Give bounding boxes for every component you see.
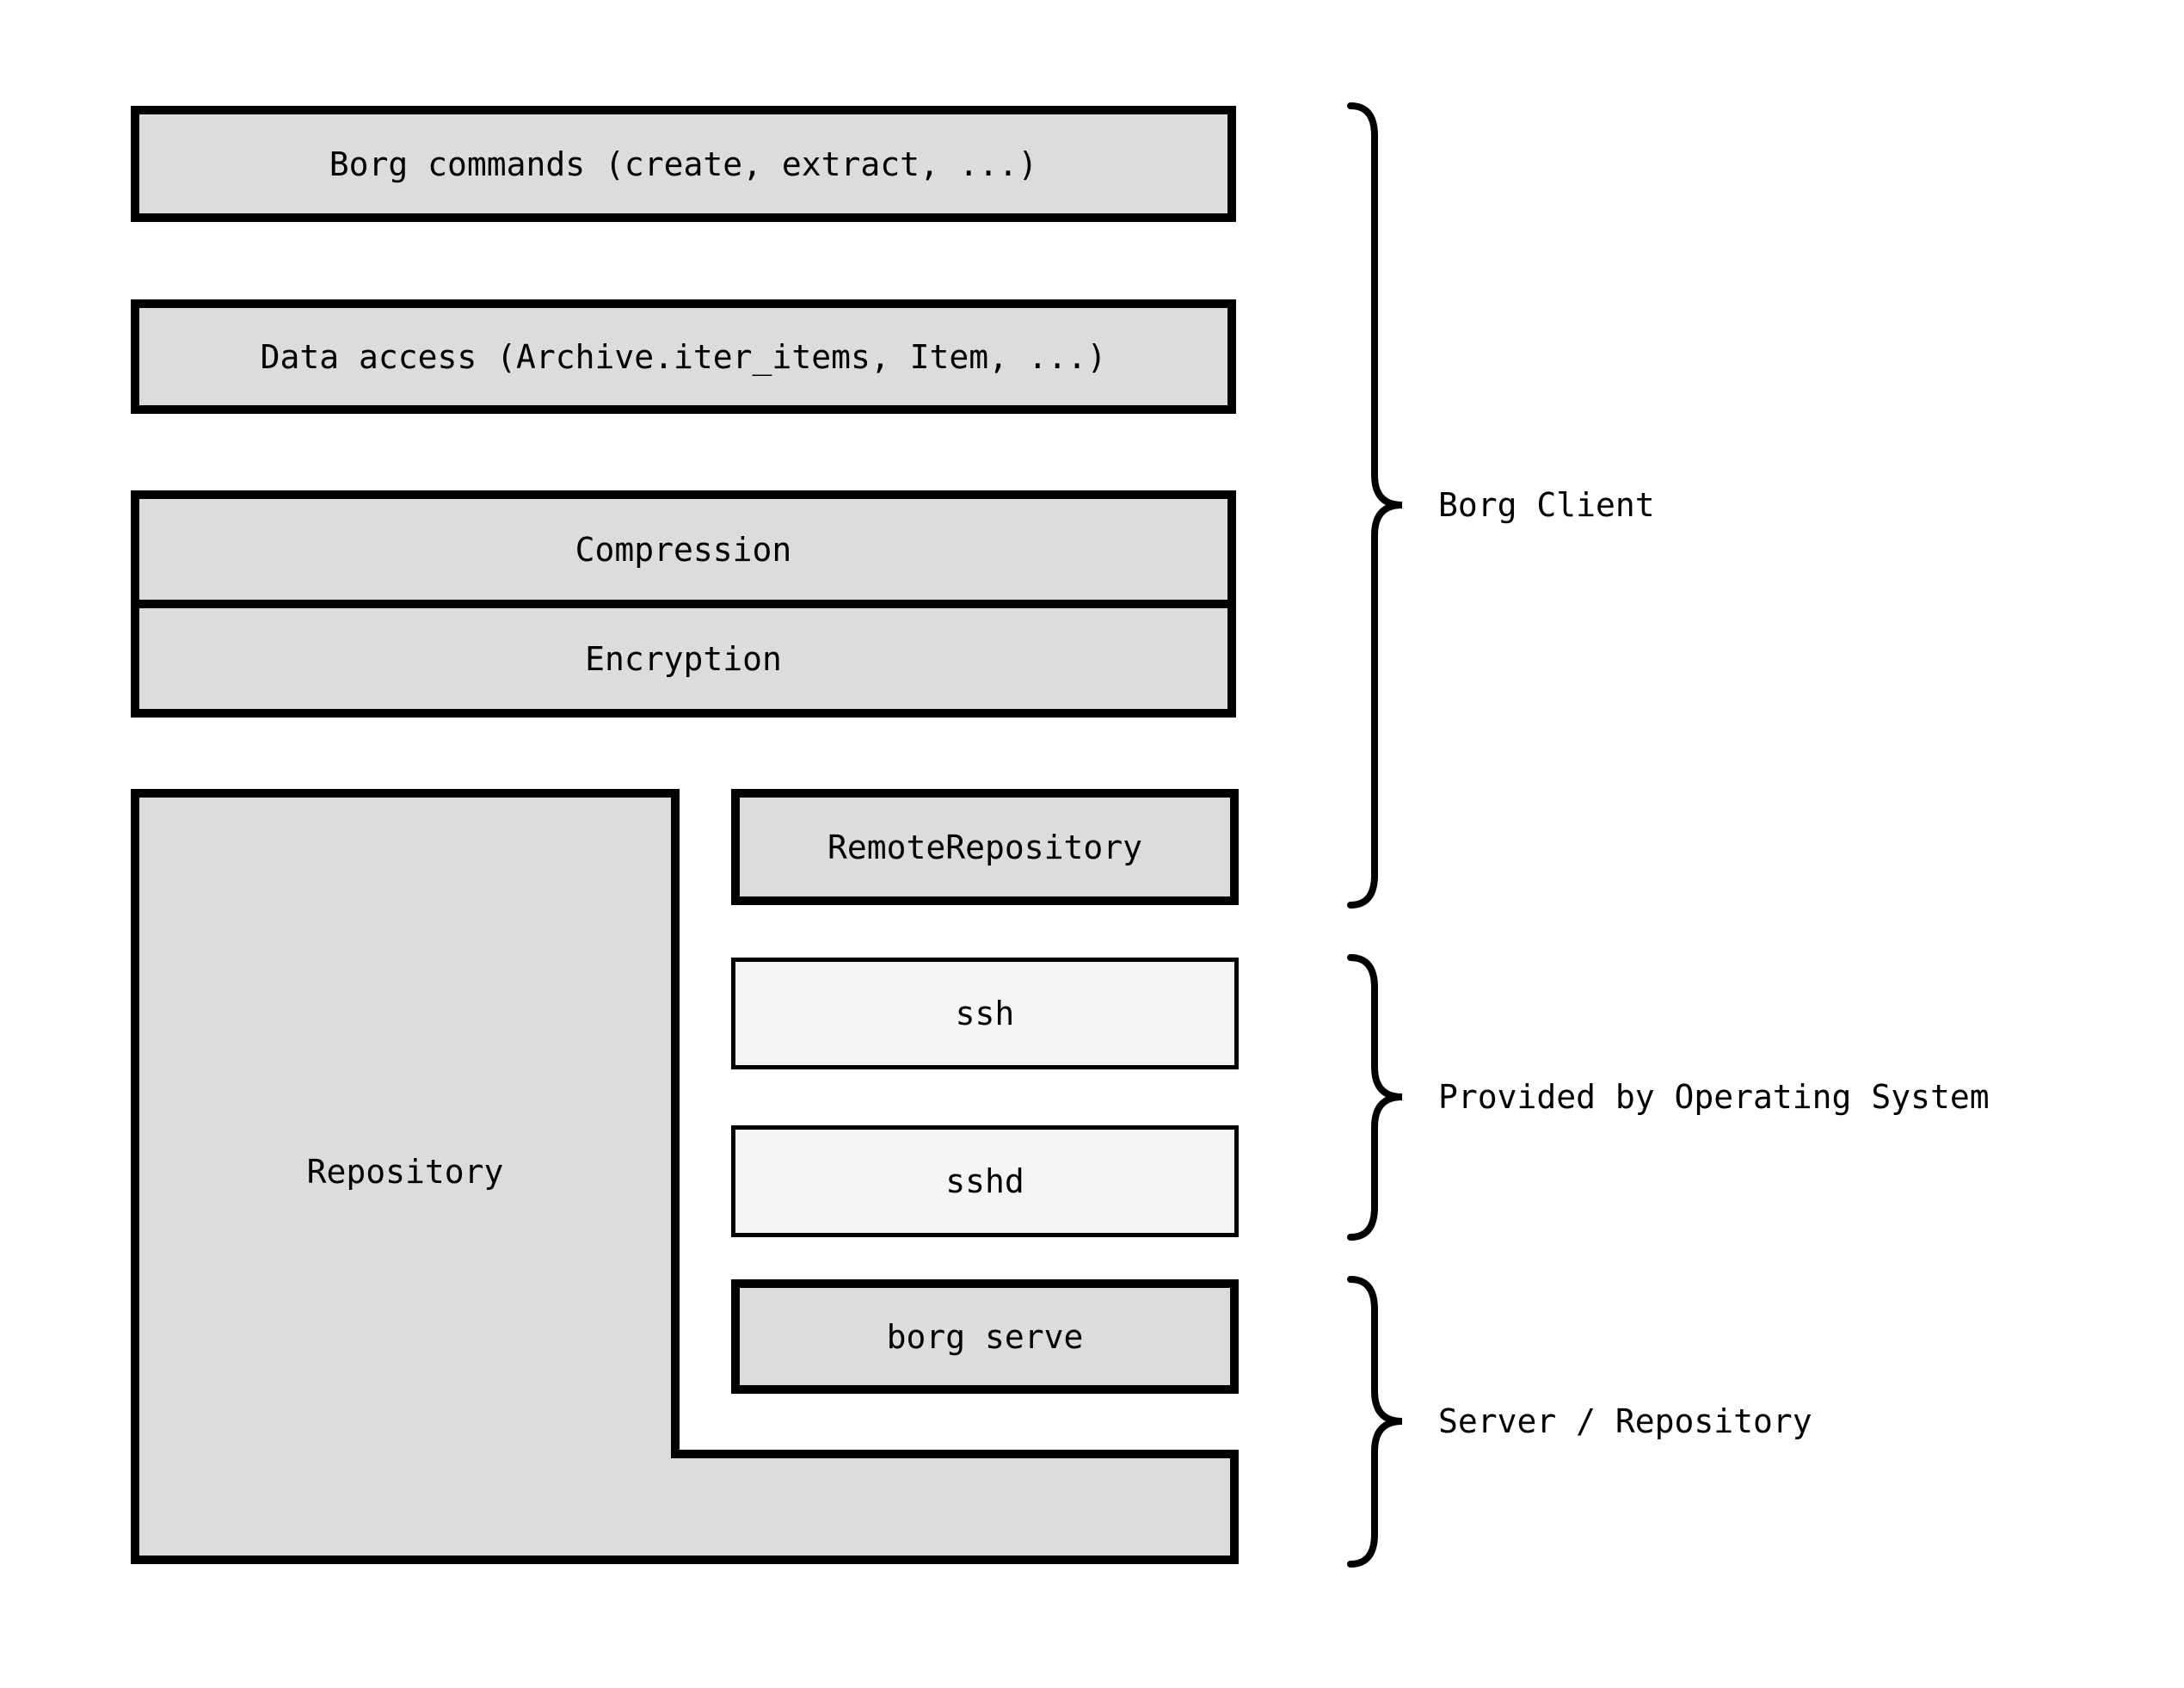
- data-access-label: Data access (Archive.iter_items, Item, .…: [260, 337, 1107, 376]
- brace-provided-by-os: [1347, 954, 1403, 1241]
- brace-server-repository: [1347, 1276, 1403, 1568]
- compression-encryption-stack: Compression Encryption: [131, 490, 1236, 718]
- remote-repository-label: RemoteRepository: [827, 828, 1143, 866]
- provided-by-os-group-label: Provided by Operating System: [1438, 1078, 1990, 1116]
- compression-label: Compression: [575, 530, 792, 569]
- encryption-box: Encryption: [139, 608, 1227, 709]
- ssh-label: ssh: [955, 995, 1015, 1032]
- compression-box: Compression: [139, 499, 1227, 608]
- borg-commands-label: Borg commands (create, extract, ...): [329, 145, 1038, 183]
- repository-label: Repository: [306, 1153, 504, 1191]
- sshd-box: sshd: [731, 1125, 1239, 1237]
- remote-repository-box: RemoteRepository: [731, 789, 1239, 905]
- repository-l-shape: [131, 789, 1239, 1564]
- borg-client-group-label: Borg Client: [1438, 486, 1655, 524]
- brace-borg-client: [1347, 102, 1403, 909]
- borg-serve-box: borg serve: [731, 1279, 1239, 1394]
- borg-commands-box: Borg commands (create, extract, ...): [131, 106, 1236, 222]
- server-repository-group-label: Server / Repository: [1438, 1402, 1812, 1440]
- ssh-box: ssh: [731, 958, 1239, 1069]
- encryption-label: Encryption: [585, 639, 782, 678]
- sshd-label: sshd: [945, 1162, 1024, 1200]
- borg-serve-label: borg serve: [886, 1317, 1084, 1356]
- data-access-box: Data access (Archive.iter_items, Item, .…: [131, 299, 1236, 414]
